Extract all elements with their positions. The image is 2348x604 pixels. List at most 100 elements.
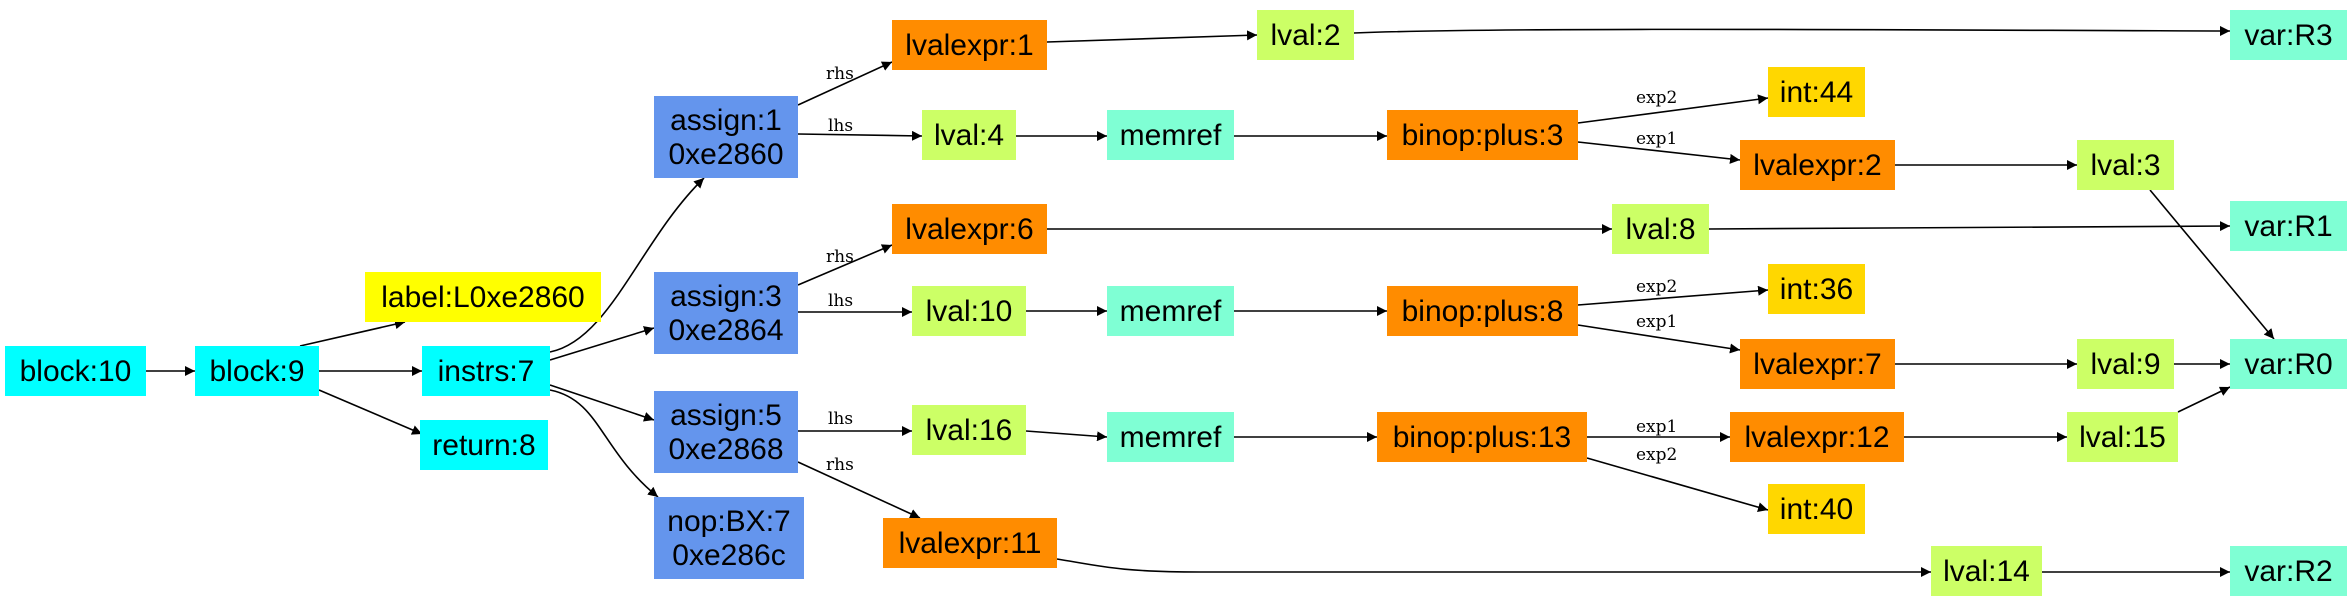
node-label: assign:3 xyxy=(670,280,782,313)
edge-label-lhs: lhs xyxy=(828,116,853,136)
node-binop13[interactable]: binop:plus:13 xyxy=(1377,412,1587,462)
node-memref3[interactable]: memref xyxy=(1107,412,1234,462)
node-label: lvalexpr:6 xyxy=(905,213,1033,246)
node-lvalexpr12[interactable]: lvalexpr:12 xyxy=(1730,412,1904,462)
edge-block9-to-return8 xyxy=(318,389,423,435)
node-label: lvalexpr:12 xyxy=(1744,421,1889,454)
node-block9[interactable]: block:9 xyxy=(195,346,319,396)
node-memref1[interactable]: memref xyxy=(1107,110,1234,160)
node-box-lval xyxy=(1931,546,2042,596)
node-label: memref xyxy=(1120,421,1222,454)
node-lval10[interactable]: lval:10 xyxy=(912,286,1026,336)
edge-instrs7-to-nopBX7 xyxy=(549,389,659,498)
node-labelL0[interactable]: label:L0xe2860 xyxy=(365,272,601,322)
node-lval16[interactable]: lval:16 xyxy=(912,405,1026,455)
edge-binop8-to-int36 xyxy=(1577,285,1769,306)
node-lval3[interactable]: lval:3 xyxy=(2077,140,2174,190)
node-label: 0xe2860 xyxy=(668,138,783,171)
node-label: lval:4 xyxy=(934,119,1004,152)
node-label: lvalexpr:1 xyxy=(905,29,1033,62)
node-lvalexpr11[interactable]: lvalexpr:11 xyxy=(883,518,1057,568)
edge-instrs7-to-assign1 xyxy=(549,177,705,353)
node-label: lval:9 xyxy=(2090,348,2160,381)
node-lval15[interactable]: lval:15 xyxy=(2067,412,2178,462)
node-instrs7[interactable]: instrs:7 xyxy=(422,346,550,396)
node-label: var:R2 xyxy=(2244,555,2332,588)
node-int36[interactable]: int:36 xyxy=(1768,264,1865,314)
node-lvalexpr1[interactable]: lvalexpr:1 xyxy=(892,20,1047,70)
edge-binop3-to-int44 xyxy=(1577,94,1769,124)
edge-label-exp2: exp2 xyxy=(1636,445,1677,465)
edge-assign1-to-lvalexpr1 xyxy=(797,61,893,106)
edge-lval8-to-varR1 xyxy=(1708,221,2231,232)
node-varR2[interactable]: var:R2 xyxy=(2230,546,2347,596)
node-box-binop xyxy=(1387,286,1578,336)
node-lval14[interactable]: lval:14 xyxy=(1931,546,2042,596)
node-box-memref xyxy=(1107,110,1234,160)
node-box-lval xyxy=(2077,140,2174,190)
node-block10[interactable]: block:10 xyxy=(5,346,146,396)
node-label: binop:plus:8 xyxy=(1402,295,1564,328)
node-varR3[interactable]: var:R3 xyxy=(2230,10,2347,60)
edge-label-rhs: rhs xyxy=(826,247,854,267)
edge-label-lhs: lhs xyxy=(828,291,853,311)
node-varR1[interactable]: var:R1 xyxy=(2230,201,2347,251)
node-lval8[interactable]: lval:8 xyxy=(1612,204,1709,254)
node-int44[interactable]: int:44 xyxy=(1768,67,1865,117)
node-box-assign xyxy=(654,497,804,579)
node-box-var xyxy=(2230,10,2347,60)
node-label: lval:2 xyxy=(1270,19,1340,52)
node-box-lvalexpr xyxy=(892,204,1047,254)
node-box-block xyxy=(420,420,548,470)
node-label: memref xyxy=(1120,295,1222,328)
edge-label-lhs: lhs xyxy=(828,409,853,429)
node-lvalexpr6[interactable]: lvalexpr:6 xyxy=(892,204,1047,254)
node-label: binop:plus:3 xyxy=(1402,119,1564,152)
node-label: 0xe286c xyxy=(672,539,785,572)
node-box-var xyxy=(2230,201,2347,251)
node-lval9[interactable]: lval:9 xyxy=(2077,339,2174,389)
edge-instrs7-to-assign3 xyxy=(549,326,655,361)
edge-lval16-to-memref3 xyxy=(1025,430,1108,442)
node-label: lvalexpr:7 xyxy=(1753,348,1881,381)
node-lval2[interactable]: lval:2 xyxy=(1257,10,1354,60)
edge-lval2-to-varR3 xyxy=(1353,25,2231,36)
node-box-memref xyxy=(1107,412,1234,462)
edge-binop3-to-lvalexpr2 xyxy=(1577,141,1741,164)
node-binop3[interactable]: binop:plus:3 xyxy=(1387,110,1578,160)
node-lvalexpr7[interactable]: lvalexpr:7 xyxy=(1740,339,1895,389)
edge-binop13-to-int40 xyxy=(1586,457,1769,513)
node-binop8[interactable]: binop:plus:8 xyxy=(1387,286,1578,336)
edge-label-rhs: rhs xyxy=(826,455,854,475)
node-label: 0xe2868 xyxy=(668,433,783,466)
edge-label-exp2: exp2 xyxy=(1636,88,1677,108)
node-label: int:40 xyxy=(1780,493,1853,526)
node-box-lval xyxy=(2077,339,2174,389)
node-label: lval:8 xyxy=(1625,213,1695,246)
node-varR0[interactable]: var:R0 xyxy=(2230,339,2347,389)
node-lvalexpr2[interactable]: lvalexpr:2 xyxy=(1740,140,1895,190)
node-int40[interactable]: int:40 xyxy=(1768,484,1865,534)
edge-lvalexpr1-to-lval2 xyxy=(1046,30,1258,43)
node-box-block xyxy=(5,346,146,396)
node-label: var:R0 xyxy=(2244,348,2332,381)
node-box-lval xyxy=(912,286,1026,336)
node-label: lval:14 xyxy=(1943,555,2030,588)
node-box-lvalexpr xyxy=(1740,339,1895,389)
node-label: lval:3 xyxy=(2090,149,2160,182)
node-memref2[interactable]: memref xyxy=(1107,286,1234,336)
node-box-binop xyxy=(1387,110,1578,160)
node-return8[interactable]: return:8 xyxy=(420,420,548,470)
edge-block9-to-labelL0 xyxy=(299,319,406,347)
node-box-var xyxy=(2230,546,2347,596)
node-label: var:R1 xyxy=(2244,210,2332,243)
node-lval4[interactable]: lval:4 xyxy=(922,110,1016,160)
node-label: var:R3 xyxy=(2244,19,2332,52)
edge-instrs7-to-assign5 xyxy=(549,384,655,422)
node-box-label xyxy=(365,272,601,322)
